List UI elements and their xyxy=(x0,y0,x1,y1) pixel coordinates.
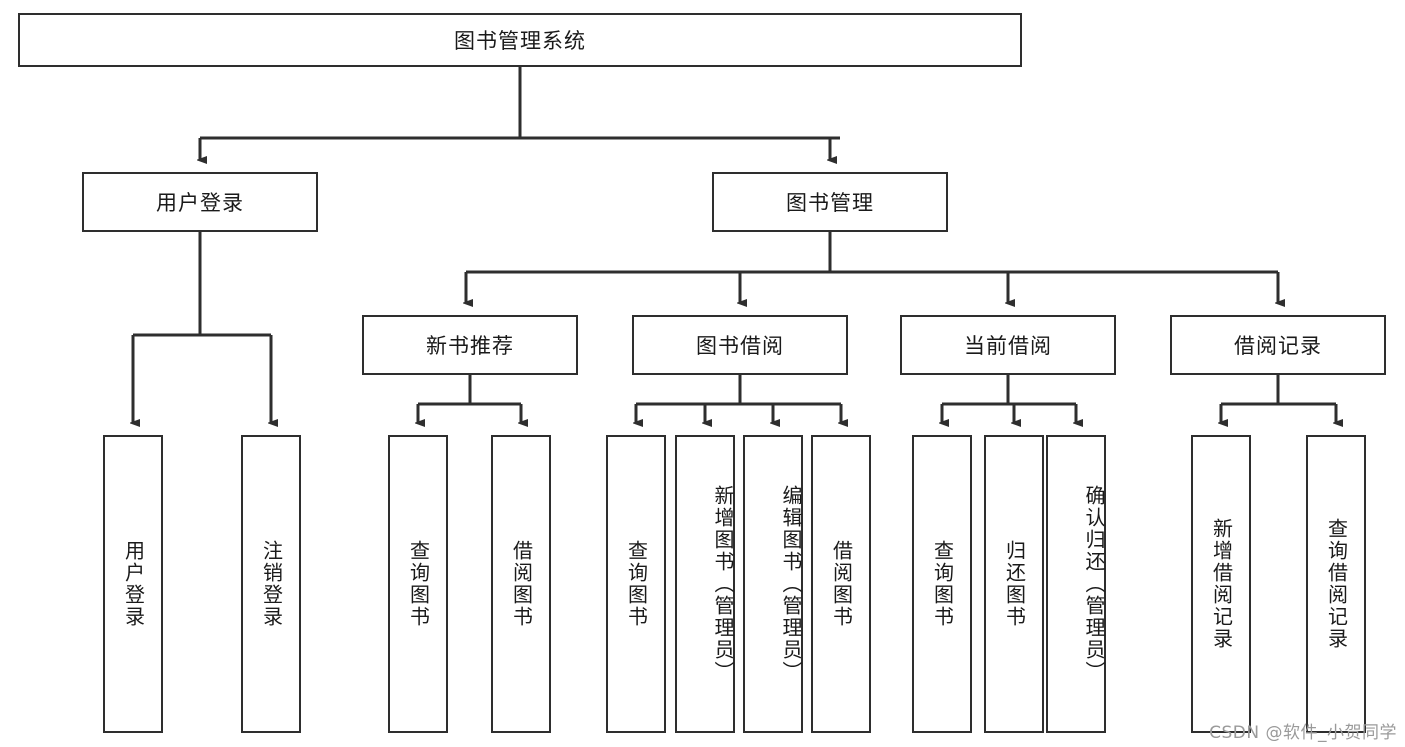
node-label: 用户登录 xyxy=(121,540,146,628)
node-book-management[interactable]: 图书管理 xyxy=(712,172,948,232)
node-label: 借阅记录 xyxy=(1234,334,1322,358)
watermark: CSDN @软件_小贺同学 xyxy=(1209,723,1397,743)
node-leaf-return-book[interactable]: 归还图书 xyxy=(984,435,1044,733)
node-label: 图书管理 xyxy=(786,191,874,215)
node-label: 查询图书 xyxy=(930,540,955,628)
node-leaf-query-book-1[interactable]: 查询图书 xyxy=(388,435,448,733)
node-leaf-user-login[interactable]: 用户登录 xyxy=(103,435,163,733)
node-user-login[interactable]: 用户登录 xyxy=(82,172,318,232)
node-label: 用户登录 xyxy=(156,191,244,215)
node-leaf-logout-login[interactable]: 注销登录 xyxy=(241,435,301,733)
node-label: 借阅图书 xyxy=(509,540,534,628)
node-leaf-query-record[interactable]: 查询借阅记录 xyxy=(1306,435,1366,733)
node-label: 新增借阅记录 xyxy=(1209,518,1234,650)
node-label: 借阅图书 xyxy=(829,540,854,628)
node-label: 归还图书 xyxy=(1002,540,1027,628)
node-label: 图书管理系统 xyxy=(454,29,586,53)
node-label: 查询借阅记录 xyxy=(1324,518,1349,650)
node-leaf-add-book[interactable]: 新增图书（管理员） xyxy=(675,435,735,733)
node-label: 编辑图书（管理员） xyxy=(779,485,803,683)
node-root-book-management-system[interactable]: 图书管理系统 xyxy=(18,13,1022,67)
node-book-borrow[interactable]: 图书借阅 xyxy=(632,315,848,375)
node-current-borrow[interactable]: 当前借阅 xyxy=(900,315,1116,375)
node-label: 当前借阅 xyxy=(964,334,1052,358)
node-label: 查询图书 xyxy=(624,540,649,628)
node-leaf-query-book-2[interactable]: 查询图书 xyxy=(606,435,666,733)
node-borrow-record[interactable]: 借阅记录 xyxy=(1170,315,1386,375)
node-new-book-recommend[interactable]: 新书推荐 xyxy=(362,315,578,375)
node-label: 查询图书 xyxy=(406,540,431,628)
node-label: 新书推荐 xyxy=(426,334,514,358)
node-label: 新增图书（管理员） xyxy=(711,485,735,683)
node-leaf-add-record[interactable]: 新增借阅记录 xyxy=(1191,435,1251,733)
node-label: 注销登录 xyxy=(259,540,284,628)
node-leaf-query-book-3[interactable]: 查询图书 xyxy=(912,435,972,733)
node-label: 图书借阅 xyxy=(696,334,784,358)
node-leaf-confirm-return[interactable]: 确认归还（管理员） xyxy=(1046,435,1106,733)
node-leaf-edit-book[interactable]: 编辑图书（管理员） xyxy=(743,435,803,733)
node-leaf-borrow-book-1[interactable]: 借阅图书 xyxy=(491,435,551,733)
node-leaf-borrow-book-2[interactable]: 借阅图书 xyxy=(811,435,871,733)
node-label: 确认归还（管理员） xyxy=(1082,485,1106,683)
